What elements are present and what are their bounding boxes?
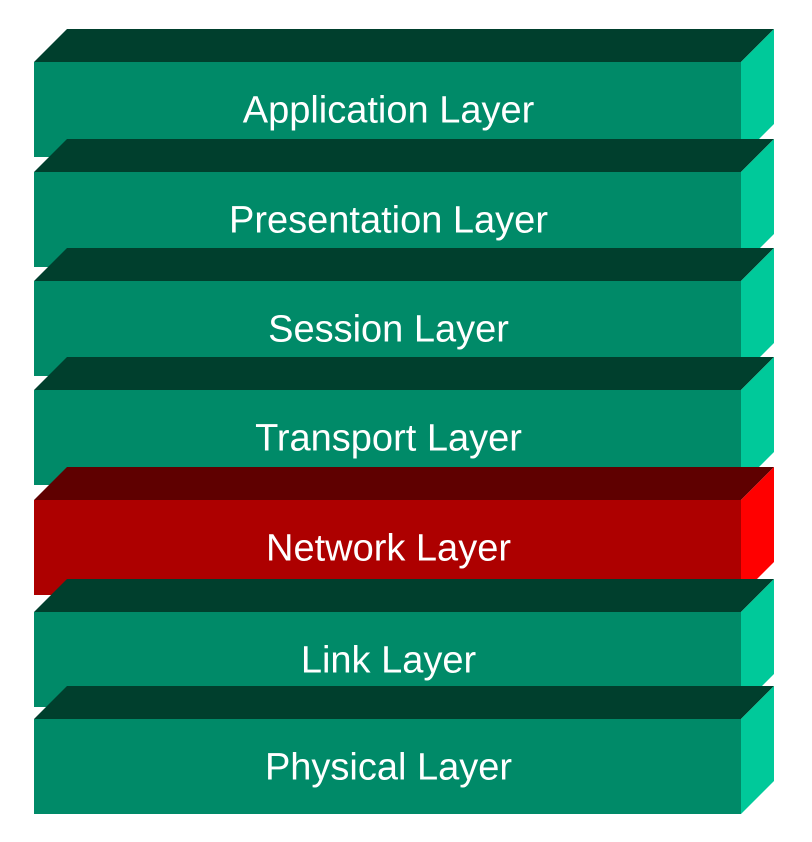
layer-block-application-layer: Application Layer xyxy=(34,29,774,157)
layer-block-session-layer: Session Layer xyxy=(34,248,774,376)
layer-label-network-layer: Network Layer xyxy=(266,528,511,570)
layer-block-presentation-layer: Presentation Layer xyxy=(34,139,774,267)
layer-side-face xyxy=(741,467,774,595)
layer-label-transport-layer: Transport Layer xyxy=(255,418,522,460)
layer-label-session-layer: Session Layer xyxy=(268,309,509,351)
layer-top-face xyxy=(34,248,774,281)
layer-side-face xyxy=(741,686,774,814)
layer-side-face xyxy=(741,579,774,707)
layer-side-face xyxy=(741,139,774,267)
layer-top-face xyxy=(34,467,774,500)
layer-label-presentation-layer: Presentation Layer xyxy=(229,200,548,242)
layer-top-face xyxy=(34,29,774,62)
layer-label-application-layer: Application Layer xyxy=(243,90,535,132)
layer-front-face xyxy=(34,719,741,814)
layer-block-physical-layer: Physical Layer xyxy=(34,686,774,814)
layer-top-face xyxy=(34,579,774,612)
layer-side-face xyxy=(741,29,774,157)
layer-side-face xyxy=(741,248,774,376)
layer-block-transport-layer: Transport Layer xyxy=(34,357,774,485)
layer-side-face xyxy=(741,357,774,485)
layer-block-network-layer: Network Layer xyxy=(34,467,774,595)
layer-label-link-layer: Link Layer xyxy=(301,640,477,682)
layer-top-face xyxy=(34,139,774,172)
layer-label-physical-layer: Physical Layer xyxy=(265,747,512,789)
layer-top-face xyxy=(34,686,774,719)
layer-top-face xyxy=(34,357,774,390)
